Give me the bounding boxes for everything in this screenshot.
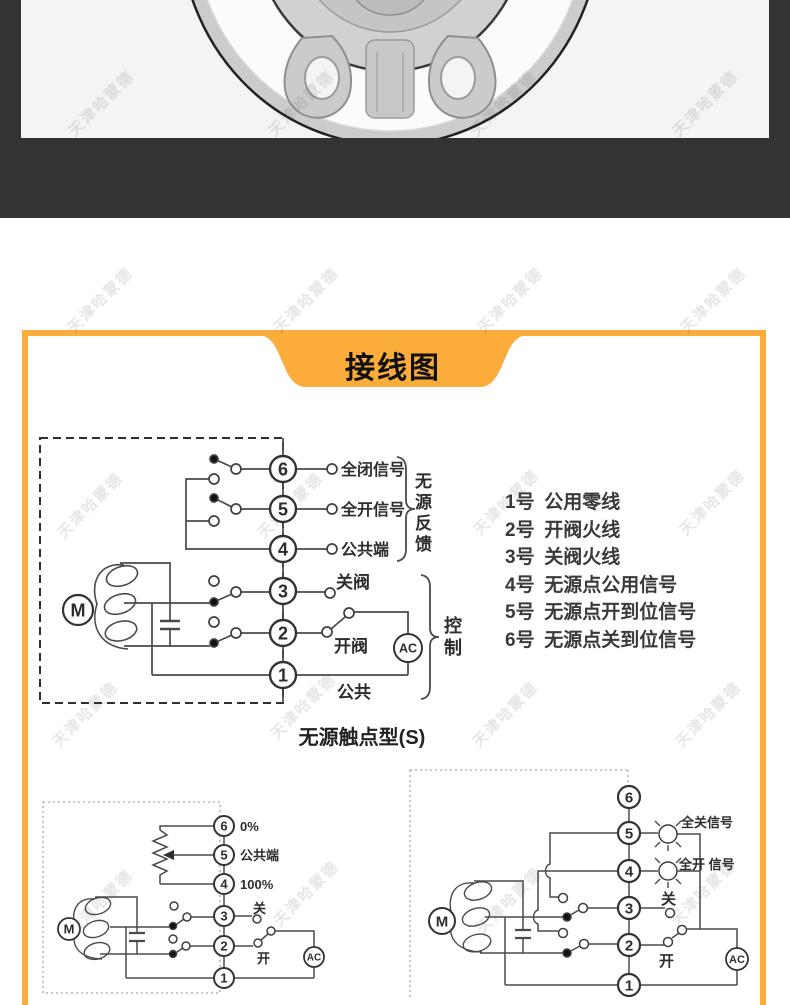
legend-row: 3号 关阀火线	[505, 542, 696, 570]
bottom-boss	[365, 39, 415, 119]
watermark: 天津哈蒙德	[64, 264, 137, 337]
legend-row: 4号 无源点公用信号	[505, 570, 696, 598]
legend-number: 6号	[505, 629, 535, 651]
terminal-legend: 1号 公用零线 2号 开阀火线 3号 关阀火线 4号 无源点公用信号 5号 无源…	[505, 487, 696, 652]
legend-number: 3号	[505, 547, 535, 568]
valve-photo	[0, 0, 790, 218]
legend-text: 无源点关到位信号	[544, 629, 697, 651]
left-lug-hole	[304, 56, 340, 100]
watermark: 天津哈蒙德	[270, 264, 343, 337]
legend-text: 无源点开到位信号	[544, 602, 697, 623]
watermark: 天津哈蒙德	[474, 264, 547, 337]
legend-text: 无源点公用信号	[544, 574, 678, 596]
legend-row: 6号 无源点关到位信号	[505, 625, 696, 653]
legend-number: 5号	[505, 602, 535, 623]
legend-row: 1号 公用零线	[505, 487, 696, 515]
legend-text: 关阀火线	[544, 547, 621, 568]
panel-title-tab	[258, 335, 528, 387]
butterfly-valve	[191, 0, 589, 138]
legend-row: 5号 无源点开到位信号	[505, 597, 696, 625]
legend-number: 2号	[505, 519, 535, 541]
legend-number: 4号	[505, 574, 535, 596]
right-lug-hole	[440, 56, 476, 100]
panel-title: 接线图	[345, 352, 441, 385]
legend-text: 开阀火线	[544, 519, 621, 541]
legend-number: 1号	[505, 492, 535, 513]
legend-row: 2号 开阀火线	[505, 515, 696, 543]
legend-text: 公用零线	[544, 492, 621, 513]
watermark: 天津哈蒙德	[677, 264, 750, 337]
feedback-group-label: 无源反馈	[412, 472, 431, 556]
diagram-caption: 无源触点型(S)	[298, 727, 426, 749]
control-group-label: 控制	[442, 616, 462, 660]
wiring-panel	[22, 330, 766, 1005]
